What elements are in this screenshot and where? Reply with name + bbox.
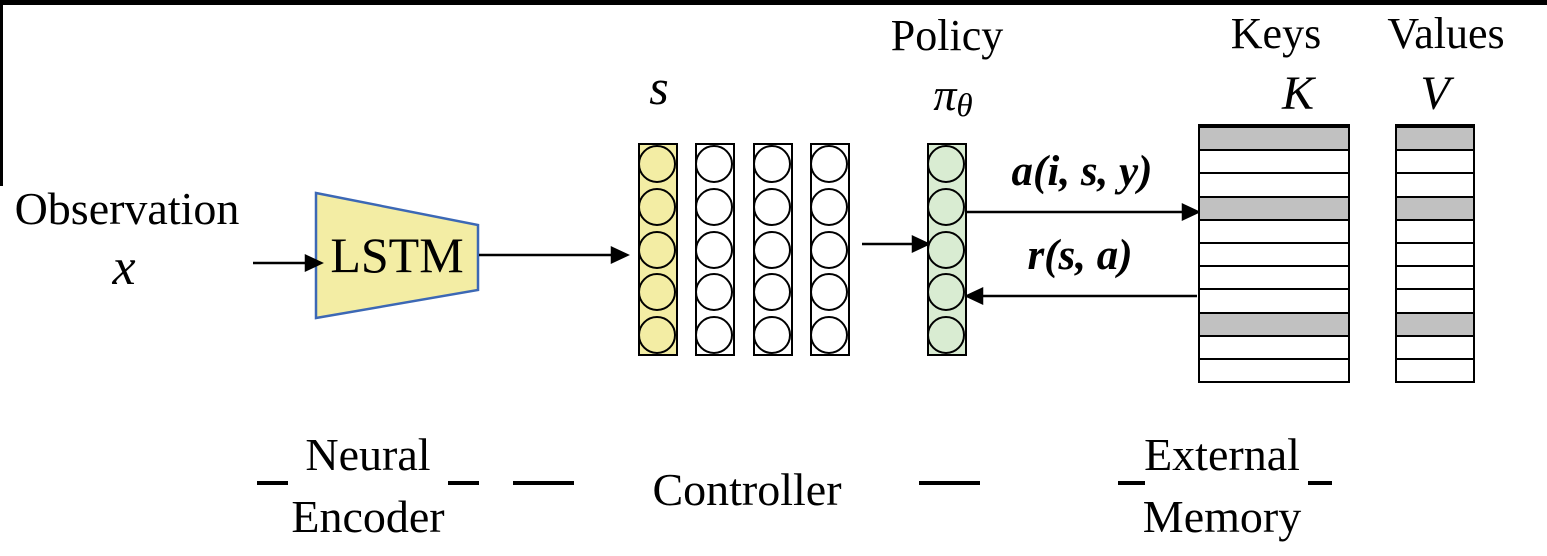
lstm-to-controller-arrow-head: [610, 246, 630, 264]
memory-row-empty: [1200, 267, 1348, 291]
memory-row-filled: [1200, 128, 1348, 152]
memory-row-empty: [1397, 336, 1473, 360]
neuron-circle: [810, 273, 848, 312]
policy-title: Policy: [890, 11, 1004, 60]
external-memory-line2: Memory: [1142, 490, 1302, 542]
policy-column: [927, 143, 967, 356]
neuron-circle: [753, 316, 791, 354]
neuron-circle: [638, 145, 676, 183]
hidden-column-2: [753, 143, 793, 356]
hidden-column-3: [810, 143, 850, 356]
memory-row-empty: [1200, 151, 1348, 175]
separator-dash-3: [513, 481, 574, 485]
lstm-label: LSTM: [330, 227, 464, 283]
memory-row-filled: [1397, 313, 1473, 337]
separator-dash-2: [448, 481, 479, 485]
neural-encoder-line1: Neural: [305, 429, 431, 480]
values-title: Values: [1387, 9, 1505, 58]
neuron-circle: [927, 230, 965, 269]
reward-arrow-label: r(s, a): [1027, 232, 1133, 279]
separator-dash-4: [919, 481, 980, 485]
memory-row-filled: [1200, 313, 1348, 337]
memory-row-empty: [1397, 359, 1473, 382]
neuron-circle: [638, 187, 676, 226]
neuron-circle: [753, 273, 791, 312]
neuron-circle: [753, 145, 791, 183]
neuron-circle: [927, 145, 965, 183]
separator-dash-5: [1118, 481, 1145, 485]
memory-row-empty: [1200, 243, 1348, 268]
memory-row-empty: [1397, 267, 1473, 291]
keys-table: [1198, 124, 1350, 383]
frame-left-border: [0, 0, 3, 186]
neuron-circle: [753, 230, 791, 269]
keys-title: Keys: [1230, 9, 1322, 58]
neuron-circle: [695, 273, 733, 312]
neuron-circle: [695, 230, 733, 269]
memory-row-empty: [1200, 220, 1348, 244]
neuron-circle: [695, 316, 733, 354]
memory-row-empty: [1397, 151, 1473, 175]
neuron-circle: [638, 273, 676, 312]
values-table: [1395, 124, 1475, 383]
memory-row-empty: [1200, 290, 1348, 314]
policy-symbol-pi: π: [933, 69, 957, 120]
memory-row-filled: [1397, 197, 1473, 221]
action-arrow-head: [1181, 203, 1201, 221]
observation-symbol: x: [112, 239, 136, 296]
separator-dash-1: [257, 481, 288, 485]
memory-row-empty: [1397, 243, 1473, 268]
separator-dash-6: [1308, 481, 1332, 485]
controller-label: Controller: [652, 464, 842, 515]
neural-encoder-label: Neural Encoder: [291, 424, 444, 547]
state-column: [638, 143, 678, 356]
memory-row-filled: [1397, 128, 1473, 152]
observation-to-lstm-arrow-head: [304, 254, 324, 272]
neuron-circle: [695, 145, 733, 183]
neuron-circle: [810, 316, 848, 354]
memory-row-empty: [1397, 220, 1473, 244]
neuron-circle: [638, 316, 676, 354]
action-arrow-label: a(i, s, y): [1011, 148, 1153, 195]
hidden-column-1: [695, 143, 735, 356]
state-symbol: s: [649, 59, 669, 115]
neuron-circle: [753, 187, 791, 226]
neuron-circle: [695, 187, 733, 226]
memory-row-empty: [1397, 290, 1473, 314]
controller-to-policy-arrow-head: [911, 235, 931, 253]
external-memory-line1: External: [1144, 429, 1300, 480]
neuron-circle: [810, 145, 848, 183]
memory-row-empty: [1200, 336, 1348, 360]
lstm-trapezoid: [314, 191, 480, 320]
neuron-circle: [927, 273, 965, 312]
neuron-circle: [810, 230, 848, 269]
external-memory-label: External Memory: [1143, 424, 1301, 547]
keys-symbol: K: [1281, 67, 1315, 120]
observation-label: Observation: [14, 183, 240, 234]
memory-row-filled: [1200, 197, 1348, 221]
neural-encoder-line2: Encoder: [291, 490, 445, 542]
neuron-circle: [638, 230, 676, 269]
frame-top-border: [0, 0, 1547, 5]
neuron-circle: [927, 316, 965, 354]
policy-symbol-theta: θ: [956, 86, 973, 124]
policy-symbol: πθ: [933, 69, 972, 123]
neuron-circle: [927, 187, 965, 226]
memory-row-empty: [1200, 174, 1348, 198]
reward-arrow-head: [964, 287, 984, 305]
memory-row-empty: [1200, 359, 1348, 382]
values-symbol: V: [1420, 67, 1450, 120]
memory-row-empty: [1397, 174, 1473, 198]
neuron-circle: [810, 187, 848, 226]
